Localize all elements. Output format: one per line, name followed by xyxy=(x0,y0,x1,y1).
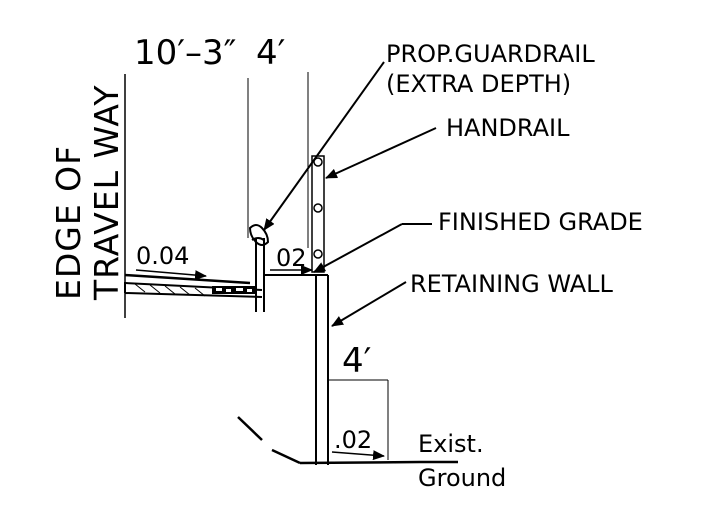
slope-shoulder: 0.04 xyxy=(136,242,189,270)
leader-finished-grade-diagonal xyxy=(313,223,403,273)
callout-retaining-wall: RETAINING WALL xyxy=(410,270,614,298)
slope-arrow-toe xyxy=(331,450,385,461)
guardrail-post xyxy=(248,224,270,312)
slope-top-of-wall: 02 xyxy=(276,244,307,272)
callout-handrail: HANDRAIL xyxy=(446,114,570,142)
slope-toe: .02 xyxy=(334,426,372,454)
side-label-travel-way: TRAVEL WAY xyxy=(87,84,126,301)
callout-guardrail-line1: PROP.GUARDRAIL xyxy=(386,40,595,68)
side-label-edge-of: EDGE OF xyxy=(49,145,88,300)
leader-guardrail xyxy=(263,61,385,231)
dimension-shoulder-width: 10′–3″ xyxy=(134,33,236,73)
existing-ground-line xyxy=(237,416,458,465)
slope-arrow-shoulder xyxy=(135,269,207,281)
leader-retaining-wall xyxy=(331,281,407,327)
handrail xyxy=(311,155,325,273)
existing-ground-label-line1: Exist. xyxy=(418,430,484,458)
dimension-guardrail-offset: 4′ xyxy=(256,33,285,73)
callout-finished-grade: FINISHED GRADE xyxy=(438,208,643,236)
dimension-wall-offset: 4′ xyxy=(342,341,371,381)
shoulder-pavement xyxy=(124,273,263,298)
retaining-wall xyxy=(315,275,329,465)
leader-handrail xyxy=(325,127,437,179)
existing-ground-label-line2: Ground xyxy=(418,464,506,492)
callout-guardrail-line2: (EXTRA DEPTH) xyxy=(386,70,571,98)
